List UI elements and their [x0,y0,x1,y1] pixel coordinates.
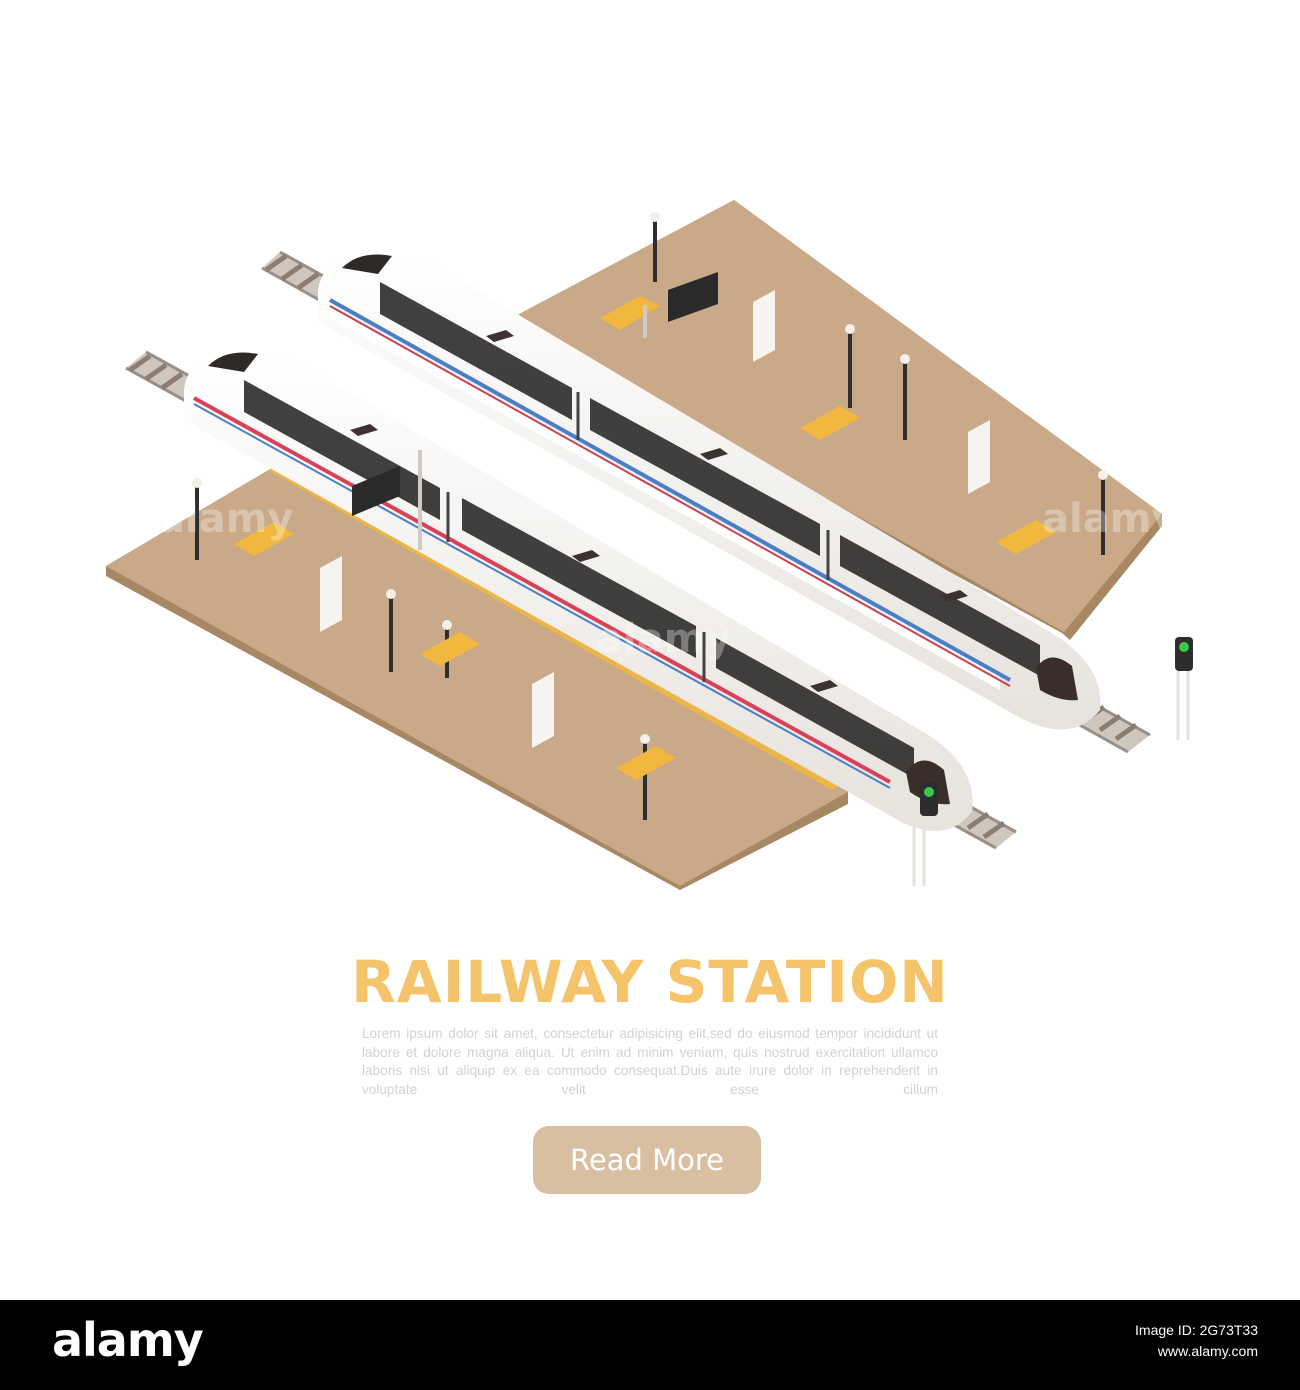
traffic-signal-icon [912,782,938,886]
site-url-link[interactable]: www.alamy.com [1157,1343,1258,1359]
railway-station-illustration [106,200,1193,890]
lamp-post-icon [650,212,1108,555]
alamy-logo[interactable]: alamy [52,1313,204,1367]
departure-board-icon [643,272,718,338]
image-id-block: Image ID: 2G73T33 www.alamy.com [878,1320,1258,1362]
page-title: RAILWAY STATION [351,948,949,1016]
read-more-button[interactable]: Read More [533,1126,761,1194]
billboard-icon [753,290,990,494]
lamp-post-icon [192,478,650,820]
bench-icon [234,522,676,780]
traffic-signal-icon [1175,637,1193,740]
image-id-text: Image ID: 2G73T33 [1135,1322,1258,1338]
footer-bar [0,1300,1300,1390]
description-text: Lorem ipsum dolor sit amet, consectetur … [362,1026,938,1097]
departure-board-icon [352,450,422,550]
billboard-icon [320,556,554,748]
bench-icon [600,296,1056,554]
train-icon [318,251,1101,730]
